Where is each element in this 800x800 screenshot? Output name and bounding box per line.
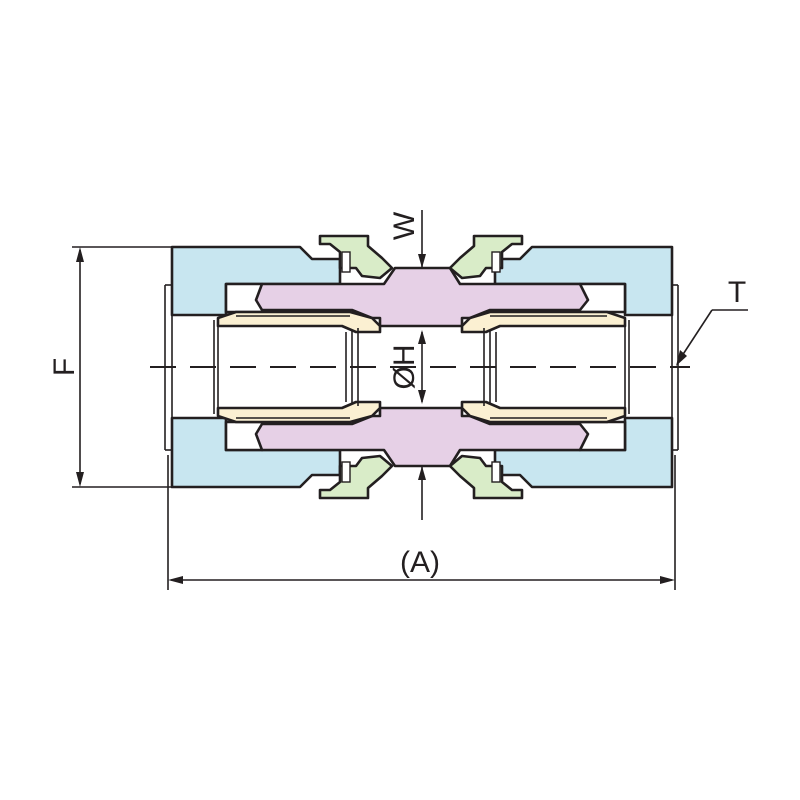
left-sleeve xyxy=(216,310,382,424)
dimension-t: T xyxy=(676,276,748,366)
right-top-ring xyxy=(448,234,524,280)
label-w: W xyxy=(388,211,421,240)
dimension-w: W xyxy=(388,210,426,520)
left-top-ring xyxy=(318,234,394,280)
dimension-h: ØH xyxy=(388,330,426,404)
label-t: T xyxy=(728,276,746,309)
right-sleeve xyxy=(460,310,627,424)
label-f: F xyxy=(48,358,81,376)
label-h: ØH xyxy=(388,345,421,390)
dimension-f: F xyxy=(48,246,172,488)
dimension-a: (A) xyxy=(167,455,676,590)
label-a: (A) xyxy=(400,546,440,579)
left-bottom-ring xyxy=(318,454,394,500)
right-bottom-ring xyxy=(448,454,524,500)
